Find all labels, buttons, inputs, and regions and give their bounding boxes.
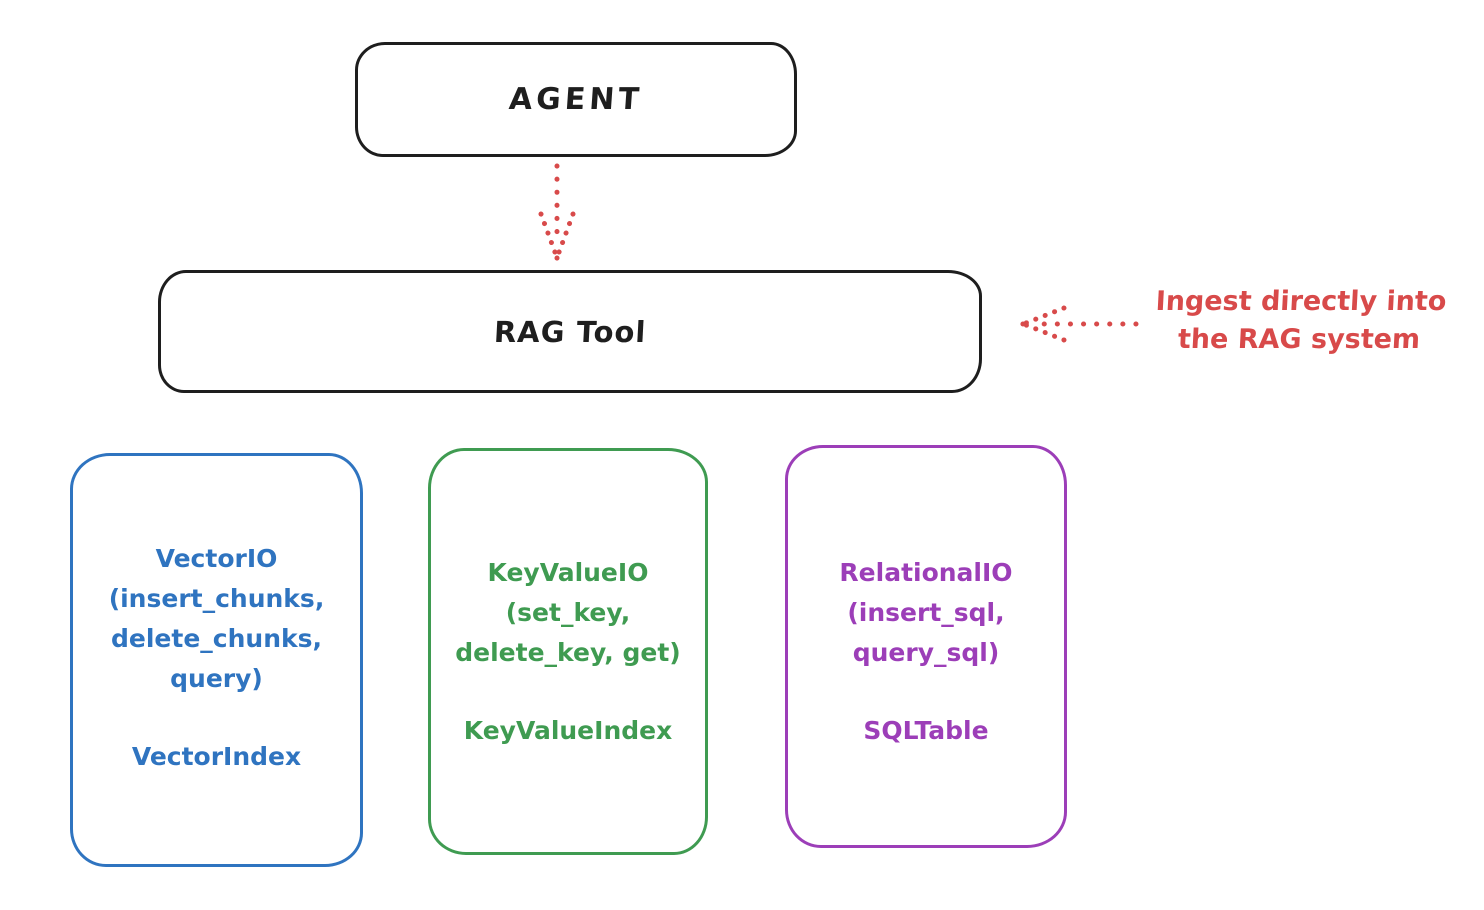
keyvalue-io-methods: (set_key,: [505, 598, 631, 627]
vector-io-methods: delete_chunks,: [111, 624, 322, 653]
ingest-annotation: Ingest directly into the RAG system: [1133, 283, 1467, 359]
vector-io-methods: (insert_chunks,: [108, 584, 325, 613]
sql-table-label: SQLTable: [863, 716, 989, 745]
rag-tool-node: RAG Tool: [158, 270, 982, 393]
dotted-arrow-left-icon: [1019, 305, 1139, 343]
relational-io-methods: query_sql): [852, 638, 1000, 667]
vector-io-title: VectorIO: [155, 544, 278, 573]
vector-io-node: VectorIO (insert_chunks, delete_chunks, …: [70, 453, 363, 867]
keyvalue-index-label: KeyValueIndex: [463, 716, 673, 745]
keyvalue-io-methods: delete_key, get): [455, 638, 681, 667]
ingest-annotation-line: Ingest directly into: [1154, 286, 1448, 317]
vector-index-label: VectorIndex: [131, 742, 302, 771]
rag-tool-label: RAG Tool: [492, 314, 648, 349]
dotted-arrow-down-icon: [538, 163, 576, 262]
keyvalue-io-node: KeyValueIO (set_key, delete_key, get) Ke…: [428, 448, 708, 855]
relational-io-node: RelationalIO (insert_sql, query_sql) SQL…: [785, 445, 1067, 848]
ingest-annotation-line: the RAG system: [1177, 324, 1421, 355]
vector-io-methods: query): [170, 664, 263, 693]
agent-node: AGENT: [355, 42, 797, 157]
relational-io-title: RelationalIO: [839, 558, 1013, 587]
keyvalue-io-title: KeyValueIO: [487, 558, 649, 587]
agent-label: AGENT: [507, 82, 645, 117]
relational-io-methods: (insert_sql,: [847, 598, 1005, 627]
